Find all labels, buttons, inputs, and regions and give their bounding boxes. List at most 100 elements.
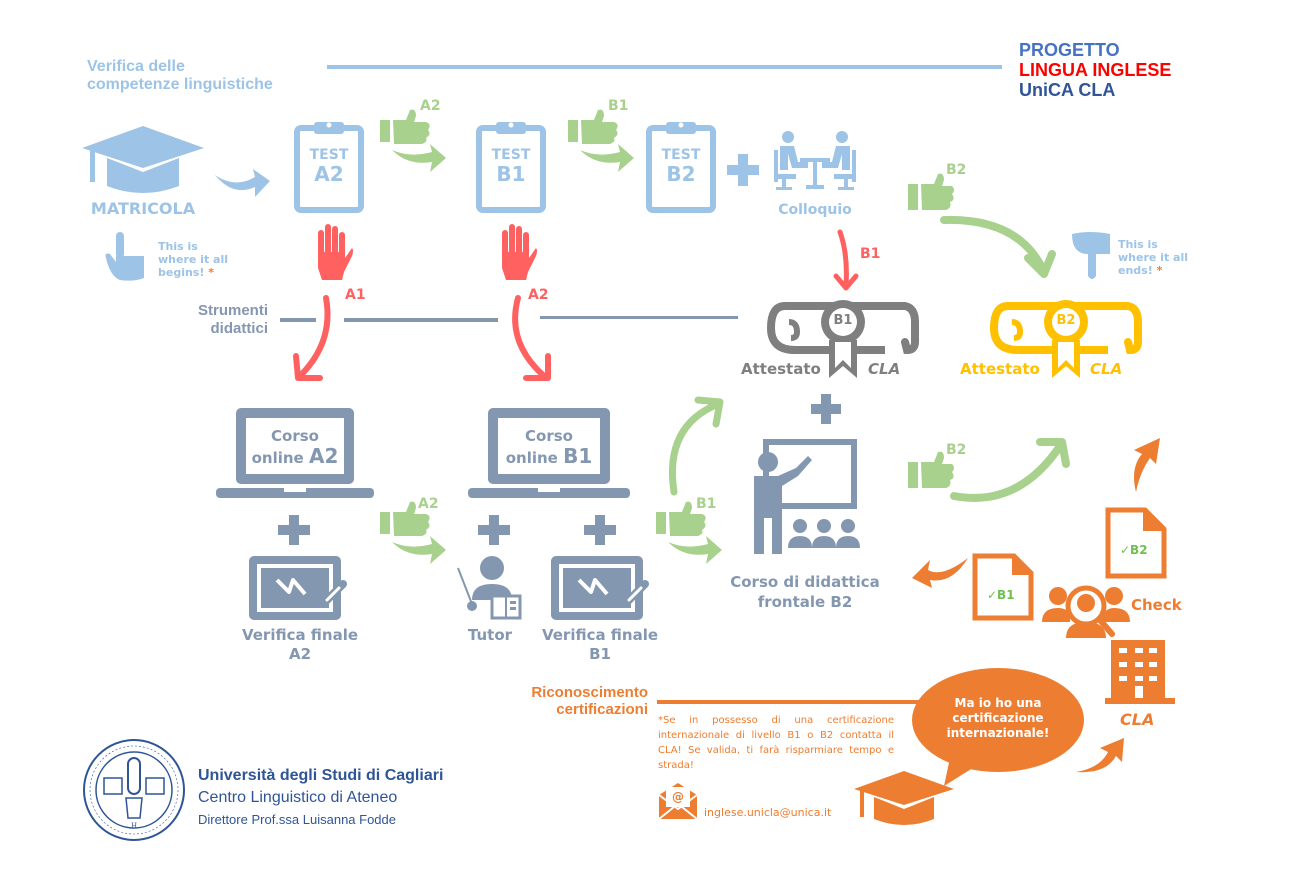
attestato-b1-right: CLA <box>868 360 901 378</box>
curved-arrow-orange <box>1134 438 1160 492</box>
thumbs-up-icon <box>380 501 446 564</box>
verifica-b1-label: Verifica finale B1 <box>520 626 680 664</box>
thumbs-up-icon <box>908 173 954 210</box>
strumenti-divider <box>344 318 498 322</box>
colloquio-label: Colloquio <box>778 202 852 218</box>
thumbs-up-icon <box>656 501 722 564</box>
course-online-b1: Corso online B1 <box>498 426 600 468</box>
end-note: This is where it all ends! * <box>1118 238 1188 277</box>
matricola-label: MATRICOLA <box>90 199 196 218</box>
start-note-line3: begins! * <box>158 266 214 279</box>
bubble-line2: certificazione <box>952 711 1044 725</box>
plus-icon <box>278 515 310 545</box>
tutor-label: Tutor <box>467 626 513 644</box>
attestato-b2-left: Attestato <box>960 360 1040 378</box>
test-b1-level: B1 <box>496 162 526 186</box>
strumenti-divider <box>280 318 316 322</box>
email-link[interactable]: inglese.unicla@unica.it <box>704 806 832 819</box>
test-b2: TEST B2 <box>646 148 716 186</box>
pointing-hand-up-icon <box>105 232 144 281</box>
recognition-title: Riconoscimento certificazioni <box>490 684 648 718</box>
curved-arrow-green <box>950 438 1070 502</box>
document-b1-icon <box>972 553 1034 621</box>
verifica-a2-line2: A2 <box>288 645 312 663</box>
course-online-a2: Corso online A2 <box>246 426 344 468</box>
tablet-pen-icon <box>249 556 347 620</box>
thumbs-up-icon <box>908 451 954 488</box>
test-b1: TEST B1 <box>476 147 546 186</box>
recognition-title-line1: Riconoscimento <box>531 684 648 701</box>
recognition-divider <box>657 700 919 704</box>
pass-label-corso-b2: B2 <box>946 442 967 458</box>
footer-centre: Centro Linguistico di Ateneo <box>198 789 398 806</box>
bubble-line3: internazionale! <box>946 726 1050 740</box>
curved-arrow-icon <box>215 169 270 197</box>
end-note-line3: ends! * <box>1118 264 1163 277</box>
diploma-b1-icon <box>766 300 919 378</box>
document-b1-label: ✓B1 <box>987 588 1015 602</box>
verifica-a2-label: Verifica finale A2 <box>220 626 380 664</box>
thumbs-up-icon <box>568 109 634 172</box>
footer-text: Università degli Studi di Cagliari Centr… <box>198 765 443 831</box>
test-b2-level: B2 <box>666 162 696 186</box>
classroom-teacher-icon <box>754 439 860 554</box>
course-a2-line2: online A2 <box>251 444 339 468</box>
test-a2: TEST A2 <box>294 147 364 186</box>
test-b1-word: TEST <box>491 147 531 163</box>
recognition-title-line2: certificazioni <box>556 701 648 718</box>
strumenti-label: Strumenti didattici <box>170 302 268 338</box>
curved-arrow-orange <box>912 558 968 588</box>
plus-icon <box>478 515 510 545</box>
diploma-b1-badge: B1 <box>833 313 853 328</box>
fail-label-a2: A2 <box>528 287 549 303</box>
building-icon <box>1105 640 1175 704</box>
graduation-cap-icon <box>82 126 204 193</box>
course-a2-line1: Corso <box>271 427 319 445</box>
cla-label: CLA <box>1120 710 1155 729</box>
tutor-icon <box>457 556 522 620</box>
strumenti-divider <box>540 316 738 319</box>
email-envelope-icon: @ <box>658 783 698 820</box>
asterisk: * <box>208 266 214 279</box>
tablet-pen-icon <box>551 556 649 620</box>
pass-label-verifica-b1: B1 <box>696 496 717 512</box>
plus-icon <box>727 154 759 186</box>
start-note-line2: where it all <box>158 253 228 266</box>
start-note: This is where it all begins! * <box>158 240 228 279</box>
university-seal-logo: H <box>83 739 185 841</box>
test-a2-word: TEST <box>309 147 349 163</box>
pass-label-b2-final: B2 <box>946 162 967 178</box>
interview-icon <box>774 131 856 190</box>
fail-label-a1: A1 <box>345 287 366 303</box>
end-note-line1: This is <box>1118 238 1158 251</box>
course-b1-line2: online B1 <box>505 444 593 468</box>
curved-arrow-green <box>668 396 724 496</box>
check-people-search-icon <box>1042 585 1130 638</box>
speech-bubble <box>912 668 1084 786</box>
stop-hand-icon <box>502 224 537 280</box>
footer-university: Università degli Studi di Cagliari <box>198 767 444 784</box>
pointing-hand-down-icon <box>1072 232 1110 279</box>
pass-label-verifica-a2: A2 <box>418 496 439 512</box>
plus-icon <box>584 515 616 545</box>
clipboard-icon <box>646 122 716 213</box>
start-note-line1: This is <box>158 240 198 253</box>
diploma-b2-icon <box>989 300 1142 378</box>
corso-frontale-label: Corso di didattica frontale B2 <box>720 572 890 612</box>
clipboard-icon <box>476 122 546 213</box>
check-label: Check <box>1131 596 1182 614</box>
plus-icon <box>811 394 841 424</box>
fail-label-b1: B1 <box>860 246 881 262</box>
section-title: Verifica delle competenze linguistiche <box>87 58 273 94</box>
verifica-b1-line2: B1 <box>589 645 611 663</box>
svg-text:@: @ <box>672 790 684 804</box>
diploma-b2-badge: B2 <box>1056 313 1076 328</box>
header-divider <box>327 65 1002 69</box>
speech-bubble-text: Ma io ho una certificazione internaziona… <box>928 696 1068 741</box>
asterisk: * <box>1156 264 1163 277</box>
verifica-b1-line1: Verifica finale <box>541 626 659 644</box>
thumbs-up-icon <box>380 109 446 172</box>
svg-text:H: H <box>131 822 137 830</box>
fail-arrow-a1 <box>293 295 331 381</box>
stop-hand-icon <box>318 224 353 280</box>
